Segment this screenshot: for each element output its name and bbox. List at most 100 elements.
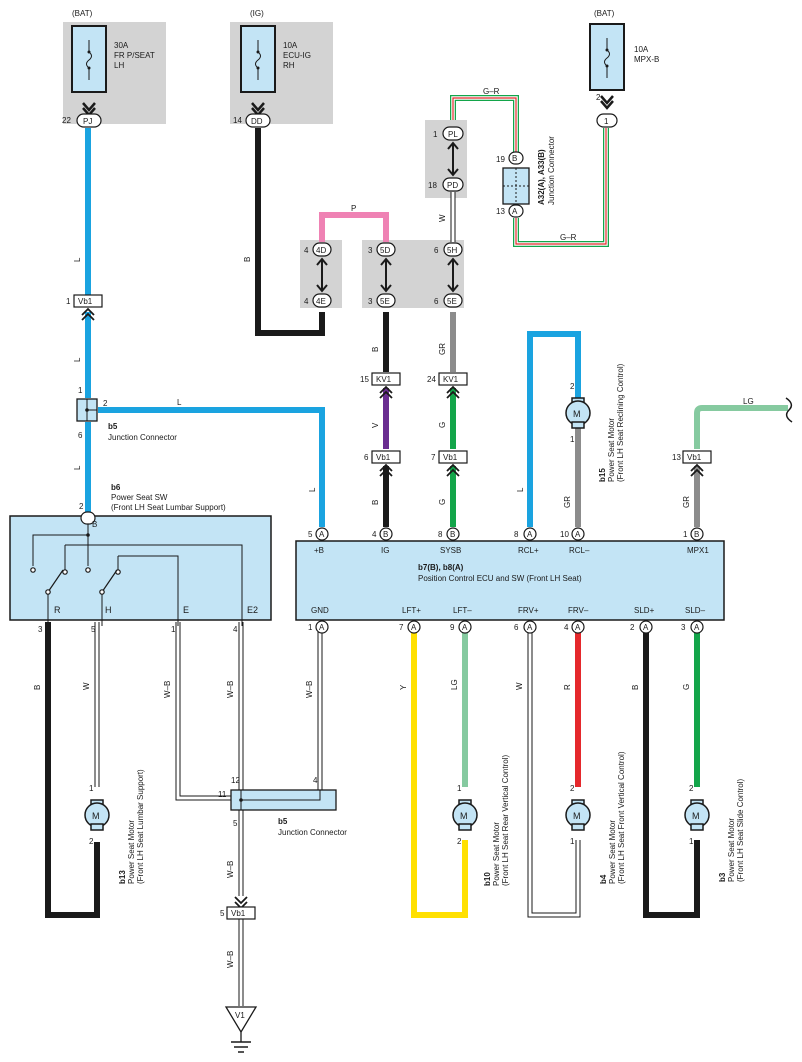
wl-b2: B [371, 347, 380, 352]
ecu-pin-mpx1: 1 B MPX1 [683, 527, 709, 555]
wire-lg-mpx [694, 405, 788, 449]
b3-pin-bottom: 1 [689, 837, 694, 846]
vb1a-name: Vb1 [78, 297, 93, 306]
wl-y: Y [399, 684, 408, 690]
b10-id: b10 [483, 872, 492, 886]
b4-desc: (Front LH Seat Front Vertical Control) [617, 751, 626, 884]
c4e-pin: 4 [304, 297, 309, 306]
b5b-pin-12: 12 [231, 776, 240, 785]
ecu-bot-5-label: SLD+ [634, 606, 655, 615]
wl-gr1: GR [438, 343, 447, 355]
wl-b4: B [33, 685, 42, 690]
junction-a32-a33: 19 B 13 A A32(A), A33(B) Junction Connec… [483, 87, 577, 242]
fuse2-rating: 10A [283, 41, 298, 50]
motor-b10: 1 M 2 b10 Power Seat Motor (Front LH Sea… [452, 755, 510, 886]
motor-b15: 2 M 1 b15 Power Seat Motor (Front LH Sea… [565, 363, 625, 482]
ja-conn-top: B [512, 154, 517, 163]
ja-pin-top: 19 [496, 155, 505, 164]
ecu-bot-0-conn: A [319, 623, 325, 632]
fuse1-pin: 22 [62, 116, 71, 125]
b3-pin-top: 2 [689, 784, 694, 793]
kv1a-pin: 15 [360, 375, 369, 384]
ecu-top-3-pin: 8 [514, 530, 519, 539]
wl-l5: L [308, 487, 317, 492]
wl-wb5: W–B [226, 951, 235, 968]
wl-b1: B [243, 257, 252, 262]
fuse1-side: LH [114, 61, 124, 70]
b5b-pin-4: 4 [313, 776, 318, 785]
ecu-pin-sysb: 8 B SYSB [438, 527, 461, 555]
fuse3-rating: 10A [634, 45, 649, 54]
pl-name: PL [448, 130, 458, 139]
ecu-bot-6-label: SLD– [685, 606, 706, 615]
wl-wb4: W–B [226, 861, 235, 878]
ja-pin-bottom: 13 [496, 207, 505, 216]
ja-wire-bottom: G–R [560, 233, 577, 242]
pd-name: PD [447, 181, 458, 190]
c4d-pin: 4 [304, 246, 309, 255]
wl-r: R [563, 684, 572, 690]
c5e-name: 5E [380, 297, 390, 306]
ecu-top-1-pin: 4 [372, 530, 377, 539]
ecu-top-0-pin: 5 [308, 530, 313, 539]
wire-b-lumbar [45, 622, 100, 918]
ground-label: V1 [235, 1011, 245, 1020]
c5h-name: 5H [447, 246, 457, 255]
ecu-name: Position Control ECU and SW (Front LH Se… [418, 574, 582, 583]
vb1b-pin: 6 [364, 453, 369, 462]
ecu-top-1-conn: B [383, 530, 388, 539]
motor-b4: 2 M 1 b4 Power Seat Motor (Front LH Seat… [565, 751, 626, 884]
vb1d-name: Vb1 [687, 453, 702, 462]
fuse1-name: FR P/SEAT [114, 51, 155, 60]
splice-5h-5e: 6 5H 6 5E [434, 242, 463, 308]
ecu-top-5-pin: 1 [683, 530, 688, 539]
ecu-bot-2-pin: 9 [450, 623, 455, 632]
c5e-pin: 3 [368, 297, 373, 306]
fuse-fr-p-seat: (BAT) 30A FR P/SEAT LH 22 PJ [62, 9, 155, 128]
vb1e-name: Vb1 [231, 909, 246, 918]
ecu-top-4-label: RCL– [569, 546, 590, 555]
ecu-bot-4-pin: 4 [564, 623, 569, 632]
ecu-top-3-label: RCL+ [518, 546, 539, 555]
fuse3-pin: 2 [596, 93, 601, 102]
conn-vb1-7: 7 Vb1 [431, 450, 468, 477]
pd-pin: 18 [428, 181, 437, 190]
fuse2-side: RH [283, 61, 295, 70]
conn-kv1-24: 24 KV1 [427, 372, 468, 399]
b13-id: b13 [118, 870, 127, 884]
b5t-name: Junction Connector [108, 433, 177, 442]
wl-g2: G [438, 499, 447, 505]
ecu-bot-3-label: FRV+ [518, 606, 539, 615]
wl-l4: L [177, 398, 182, 407]
ecu-top-5-label: MPX1 [687, 546, 709, 555]
b5t-pin-6: 6 [78, 431, 83, 440]
wl-lg2: LG [450, 679, 459, 690]
junction-b5-top: 1 2 6 b5 Junction Connector [76, 386, 177, 442]
wire-labels: L L L L L L B P W B GR V G B G GR LG GR … [33, 204, 754, 968]
kv1b-pin: 24 [427, 375, 436, 384]
b10-glyph: M [460, 811, 468, 821]
b4-pin-top: 2 [570, 784, 575, 793]
b6-term-e2: E2 [247, 605, 258, 615]
wire-b-sld [643, 632, 700, 918]
ecu-id: b7(B), b8(A) [418, 563, 464, 572]
ecu-bot-4-label: FRV– [568, 606, 589, 615]
ecu-top-4-pin: 10 [560, 530, 569, 539]
ecu-bot-0-pin: 1 [308, 623, 313, 632]
b3-glyph: M [692, 811, 700, 821]
b3-desc: (Front LH Seat Slide Control) [736, 779, 745, 882]
wire-w-frv [527, 632, 581, 918]
ja-subtitle: Junction Connector [547, 136, 556, 205]
b13-pin-bottom: 2 [89, 837, 94, 846]
b6-desc: (Front LH Seat Lumbar Support) [111, 503, 226, 512]
b15-id: b15 [598, 468, 607, 482]
b15-name: Power Seat Motor [607, 418, 616, 482]
splice-pl-pd-arrows [447, 141, 459, 177]
b10-name: Power Seat Motor [492, 822, 501, 886]
ja-wire-top: G–R [483, 87, 500, 96]
c5d-pin: 3 [368, 246, 373, 255]
b5b-name: Junction Connector [278, 828, 347, 837]
b10-pin-top: 1 [457, 784, 462, 793]
ecu-pin-plus-b: 5 A +B [308, 527, 329, 555]
